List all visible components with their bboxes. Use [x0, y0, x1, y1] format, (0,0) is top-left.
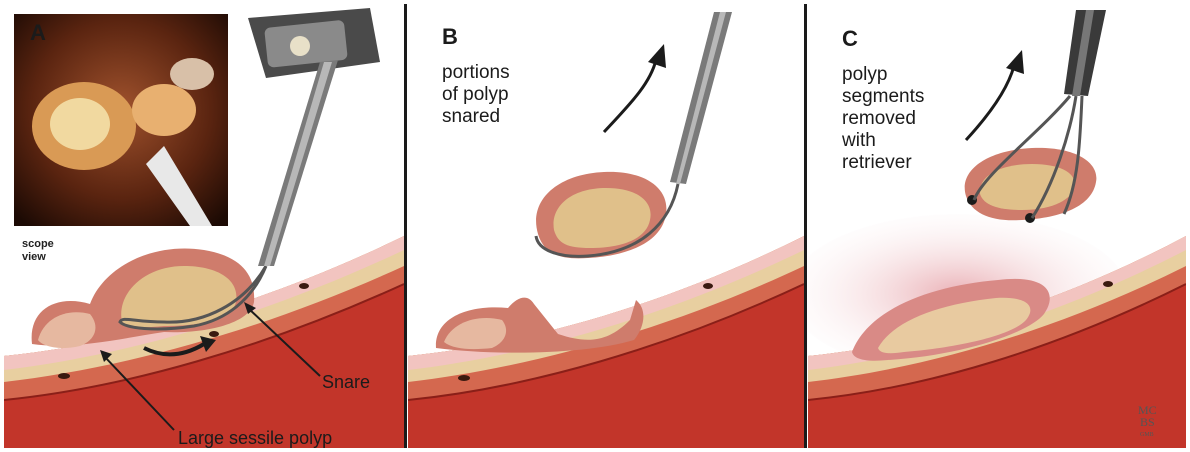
- scope-view-photo: [14, 14, 228, 226]
- up-arrow-icon: [966, 66, 1014, 140]
- panel-a-letter: A: [30, 20, 46, 46]
- scope-view-image: [14, 14, 228, 226]
- panel-c-caption: polyp segments removed with retriever: [842, 64, 924, 174]
- panel-c-letter: C: [842, 26, 858, 52]
- mcbs-signature-small: GMB: [1140, 432, 1154, 438]
- panel-b-caption: portions of polyp snared: [442, 62, 510, 128]
- snare-catheter-icon: [670, 12, 732, 184]
- panel-divider-2: [804, 4, 807, 448]
- mcbs-signature: MC BS: [1138, 404, 1157, 428]
- endoscope-icon: [248, 8, 380, 266]
- scope-view-label: scope view: [22, 238, 54, 264]
- snare-label: Snare: [322, 372, 370, 393]
- up-arrow-icon: [604, 60, 656, 132]
- panel-b: B portions of polyp snared: [408, 4, 804, 448]
- panel-b-letter: B: [442, 24, 458, 50]
- polyp-label: Large sessile polyp: [178, 428, 332, 448]
- snared-polyp-portion: [536, 172, 666, 259]
- panel-c: C polyp segments removed with retriever …: [808, 4, 1186, 448]
- panel-a: A scope view Snare Large sessile polyp: [4, 4, 404, 448]
- panel-divider-1: [404, 4, 407, 448]
